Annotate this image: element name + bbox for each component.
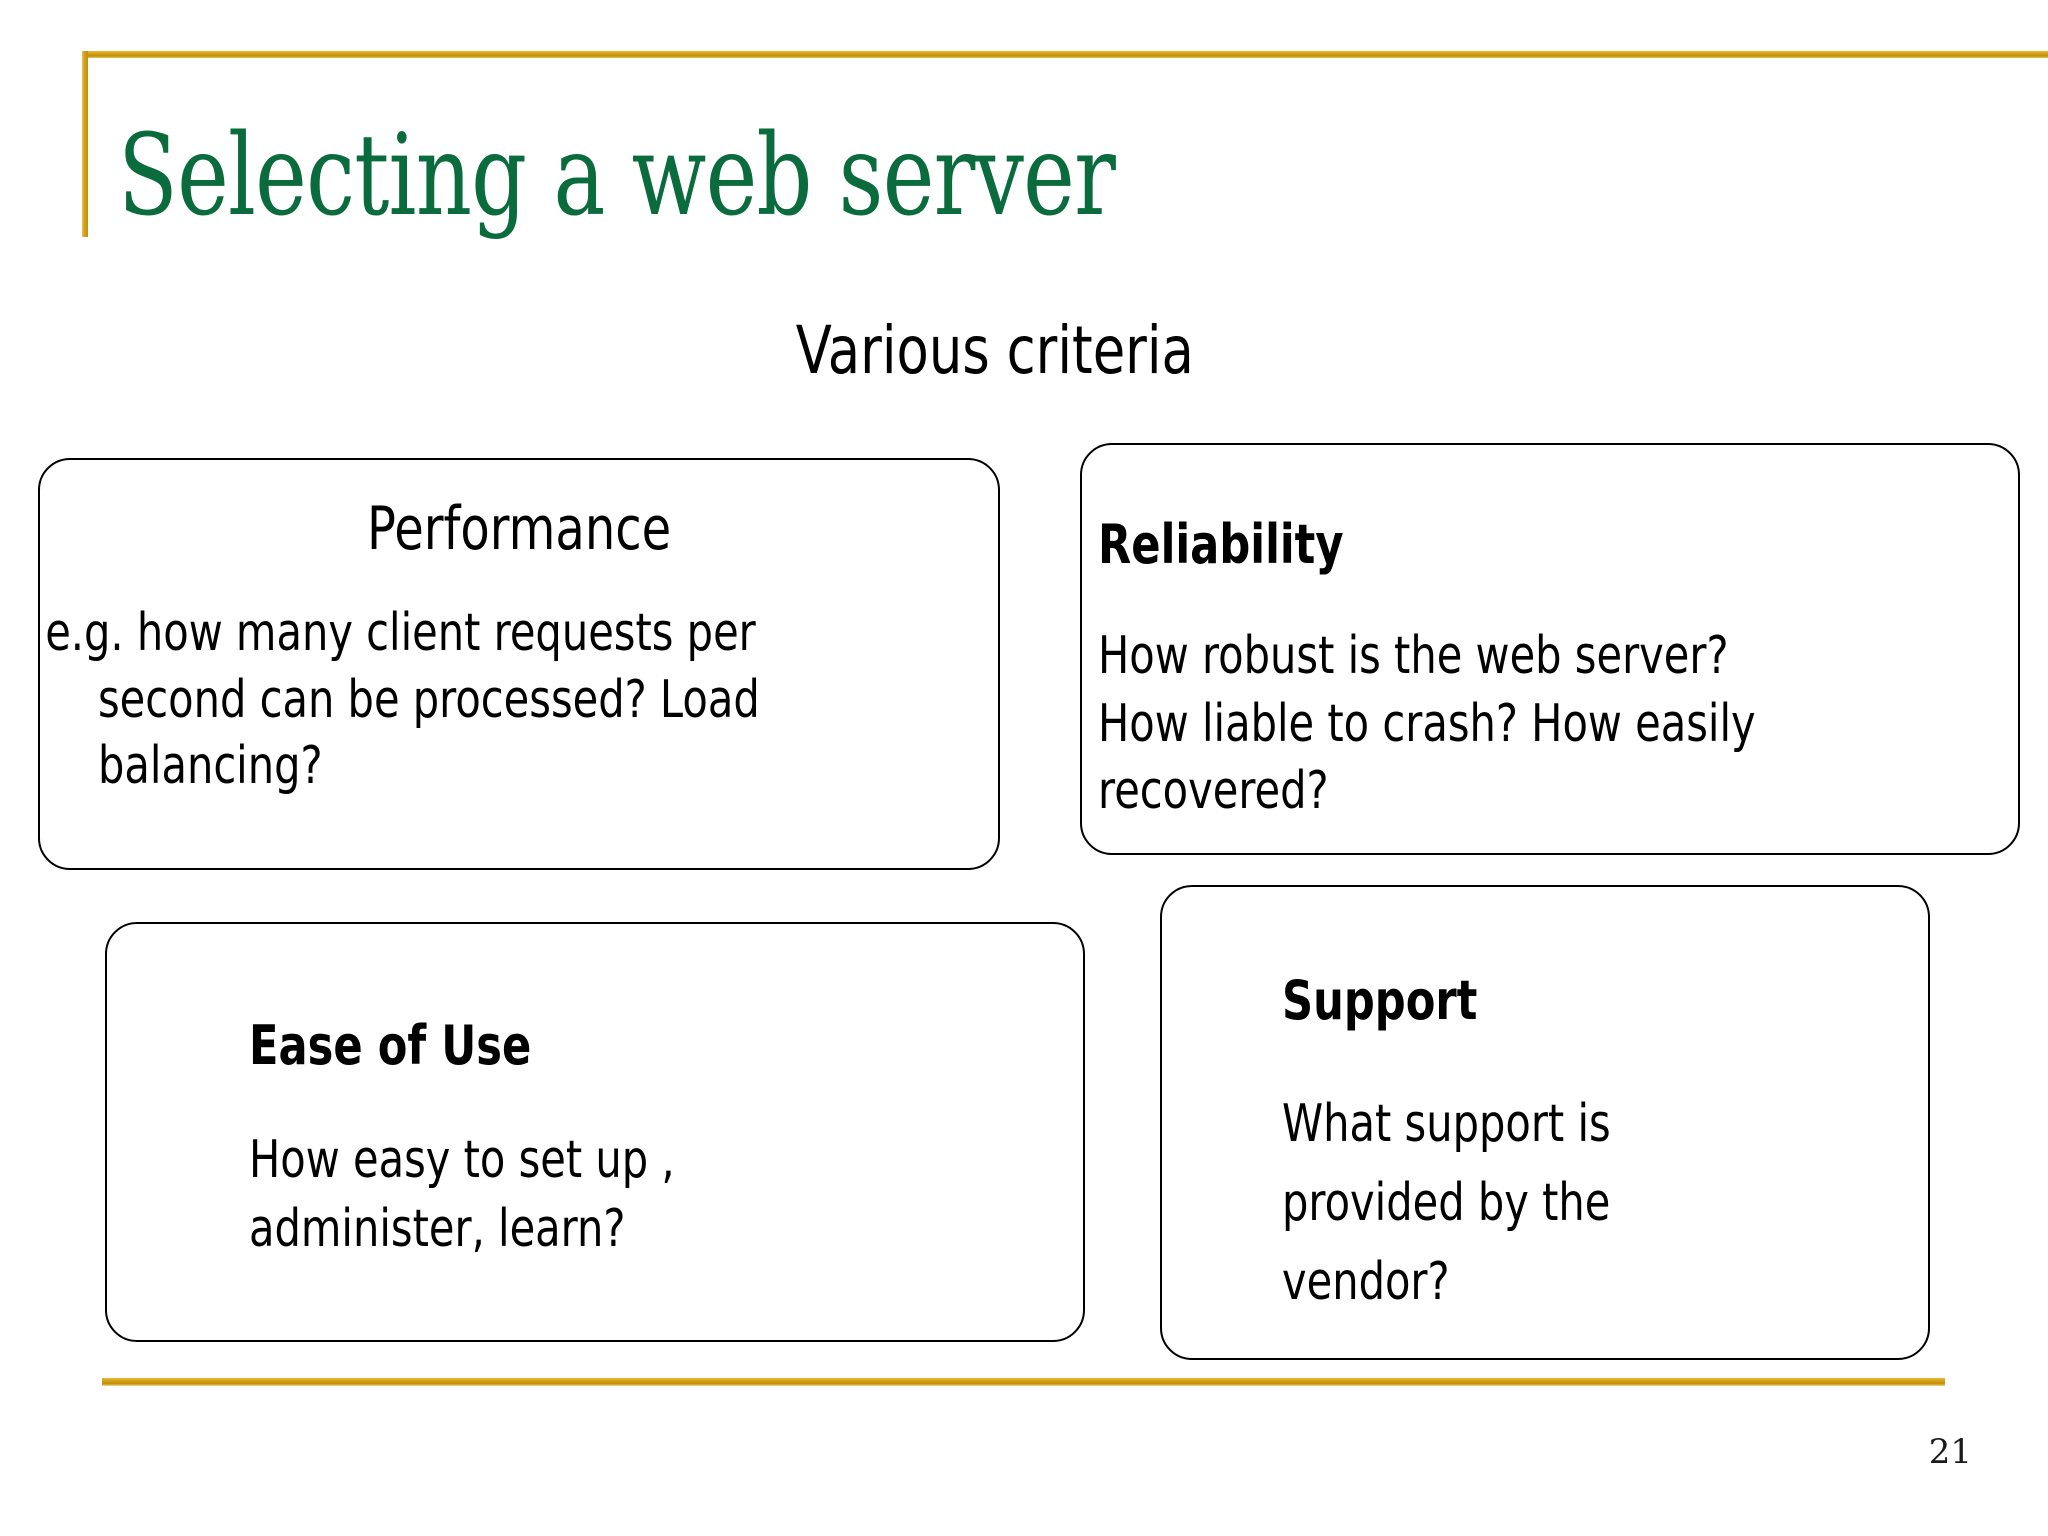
slide-title: Selecting a web server bbox=[118, 111, 1116, 241]
page-number: 21 bbox=[1928, 1432, 1972, 1472]
gold-rule-bottom bbox=[102, 1378, 1945, 1386]
criteria-card-title: Ease of Use bbox=[249, 1014, 602, 1077]
card-content-ease-of-use: Ease of Use How easy to set up , adminis… bbox=[107, 924, 1083, 1340]
gold-rule-left bbox=[82, 51, 88, 237]
criteria-card-body: How easy to set up , administer, learn? bbox=[249, 1126, 1039, 1263]
criteria-card-title: Reliability bbox=[1098, 513, 1405, 576]
criteria-card-body: What support is provided by the vendor? bbox=[1282, 1085, 1882, 1322]
criteria-body-text: What support is provided by the vendor? bbox=[1282, 1094, 1611, 1313]
criteria-card-support: Support What support is provided by the … bbox=[1160, 885, 1930, 1360]
criteria-card-body: e.g. how many client requests per second… bbox=[45, 600, 1024, 800]
card-content-performance: Performance e.g. how many client request… bbox=[40, 460, 998, 868]
card-content-reliability: Reliability How robust is the web server… bbox=[1082, 445, 2018, 853]
criteria-card-ease-of-use: Ease of Use How easy to set up , adminis… bbox=[105, 922, 1085, 1342]
card-content-support: Support What support is provided by the … bbox=[1162, 887, 1928, 1358]
slide-subtitle: Various criteria bbox=[0, 312, 1990, 389]
criteria-body-text: How easy to set up , administer, learn? bbox=[249, 1130, 675, 1259]
criteria-card-body: How robust is the web server? How liable… bbox=[1098, 623, 1998, 826]
criteria-card-title: Performance bbox=[40, 494, 998, 564]
criteria-card-performance: Performance e.g. how many client request… bbox=[38, 458, 1000, 870]
criteria-card-title: Support bbox=[1282, 969, 1526, 1032]
slide-subtitle-text: Various criteria bbox=[795, 312, 1195, 389]
criteria-title-text: Ease of Use bbox=[249, 1014, 532, 1077]
criteria-title-text: Support bbox=[1282, 969, 1478, 1032]
criteria-title-text: Reliability bbox=[1098, 513, 1344, 576]
criteria-body-text: How robust is the web server? How liable… bbox=[1098, 626, 1756, 822]
criteria-title-text: Performance bbox=[366, 494, 672, 564]
gold-rule-top bbox=[82, 51, 2048, 58]
criteria-body-text: e.g. how many client requests per second… bbox=[45, 603, 760, 797]
criteria-card-reliability: Reliability How robust is the web server… bbox=[1080, 443, 2020, 855]
